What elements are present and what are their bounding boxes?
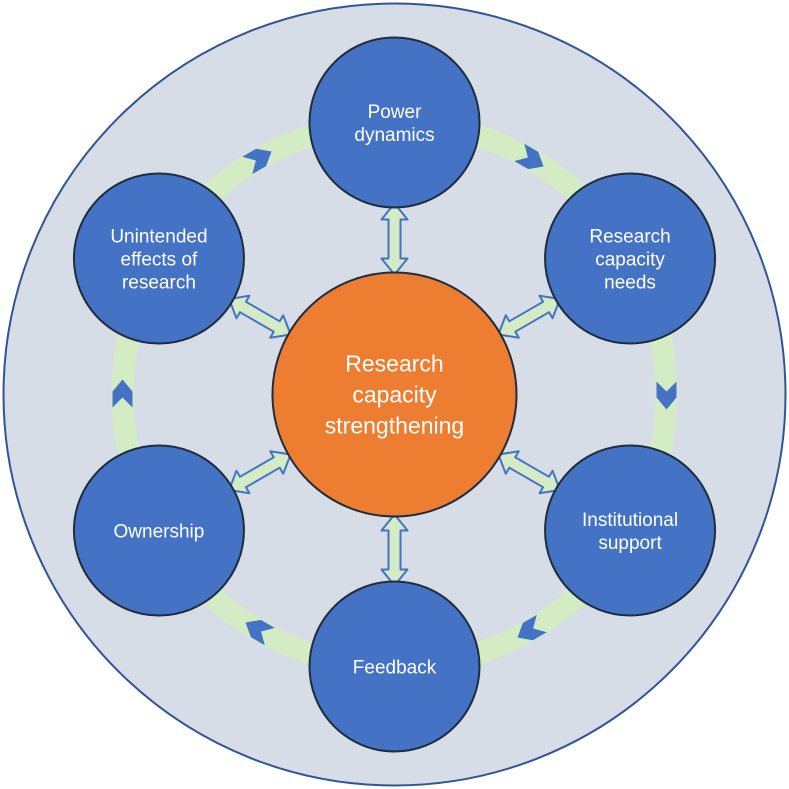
node-circle <box>72 172 245 345</box>
center-circle <box>271 271 518 518</box>
node-ownership: Ownership <box>72 444 245 617</box>
cycle-chevron <box>656 381 677 410</box>
node-label: Ownership <box>114 522 205 543</box>
node-circle <box>308 36 481 209</box>
cycle-chevrons <box>112 143 677 646</box>
node-label: Feedback <box>353 658 437 679</box>
node-circle <box>308 580 481 753</box>
cycle-chevron <box>245 619 275 646</box>
cycle-chevron <box>517 614 547 641</box>
cycle-chevron <box>514 143 544 170</box>
cycle-chevron <box>242 148 272 175</box>
cycle-chevron <box>112 379 133 408</box>
node-circle <box>72 444 245 617</box>
node-circle <box>544 444 717 617</box>
node-feedback: Feedback <box>308 580 481 753</box>
node-circle <box>544 172 717 345</box>
